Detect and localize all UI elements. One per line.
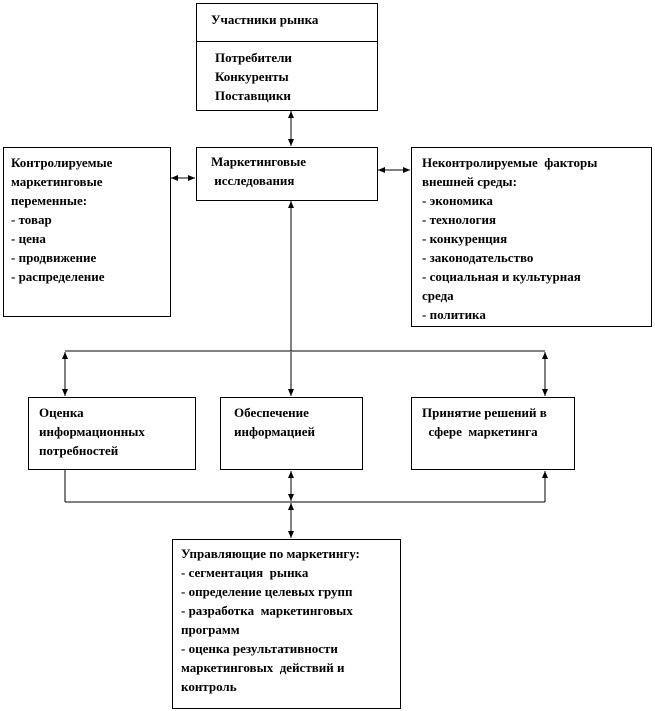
box-line: - технология	[422, 212, 497, 227]
box-line: информацией	[234, 424, 316, 439]
box-line: Оценка	[39, 405, 84, 420]
box-line: потребностей	[39, 443, 119, 458]
box-line: - разработка маркетинговых	[181, 603, 353, 618]
controllable-variables-box: Контролируемые маркетинговые переменные:…	[3, 147, 171, 317]
box-line: Контролируемые	[11, 155, 113, 170]
box-line: - экономика	[422, 193, 493, 208]
box-line: - цена	[11, 231, 46, 246]
box-line: программ	[181, 622, 240, 637]
box-line: - социальная и культурная	[422, 269, 581, 284]
marketing-research-box: Маркетинговые исследования	[196, 147, 378, 201]
box-line: исследования	[211, 173, 295, 188]
box-line: среда	[422, 288, 454, 303]
box-line: информационных	[39, 424, 145, 439]
participant-list: Потребители Конкуренты Поставщики	[215, 48, 292, 105]
box-line: - политика	[422, 307, 486, 322]
box-line: сфере маркетинга	[422, 424, 538, 439]
divider	[197, 41, 377, 42]
uncontrollable-factors-box: Неконтролируемые факторы внешней среды: …	[411, 147, 652, 327]
box-line: контроль	[181, 679, 237, 694]
information-needs-box: Оценка информационных потребностей	[28, 397, 196, 470]
box-line: Принятие решений в	[422, 405, 547, 420]
marketing-decisions-box: Принятие решений в сфере маркетинга	[411, 397, 575, 470]
box-line: - оценка результативности	[181, 641, 338, 656]
box-line: внешней среды:	[422, 174, 517, 189]
information-provision-box: Обеспечение информацией	[220, 397, 363, 470]
box-line: Неконтролируемые факторы	[422, 155, 598, 170]
participant-item: Поставщики	[215, 88, 291, 103]
participant-item: Потребители	[215, 50, 292, 65]
box-line: - сегментация рынка	[181, 565, 309, 580]
box-line: Обеспечение	[234, 405, 309, 420]
market-participants-box: Участники рынка Потребители Конкуренты П…	[196, 3, 378, 111]
box-line: - продвижение	[11, 250, 97, 265]
box-line: Маркетинговые	[211, 154, 306, 169]
box-line: - законодательство	[422, 250, 534, 265]
box-line: - распределение	[11, 269, 105, 284]
market-participants-title: Участники рынка	[211, 12, 319, 27]
box-line: - определение целевых групп	[181, 584, 353, 599]
box-line: - товар	[11, 212, 52, 227]
box-line: - конкуренция	[422, 231, 508, 246]
box-line: переменные:	[11, 193, 88, 208]
box-line: Управляющие по маркетингу:	[181, 546, 360, 561]
participant-item: Конкуренты	[215, 69, 289, 84]
box-line: маркетинговых действий и	[181, 660, 345, 675]
marketing-managers-box: Управляющие по маркетингу: - сегментация…	[172, 539, 401, 709]
box-line: маркетинговые	[11, 174, 103, 189]
